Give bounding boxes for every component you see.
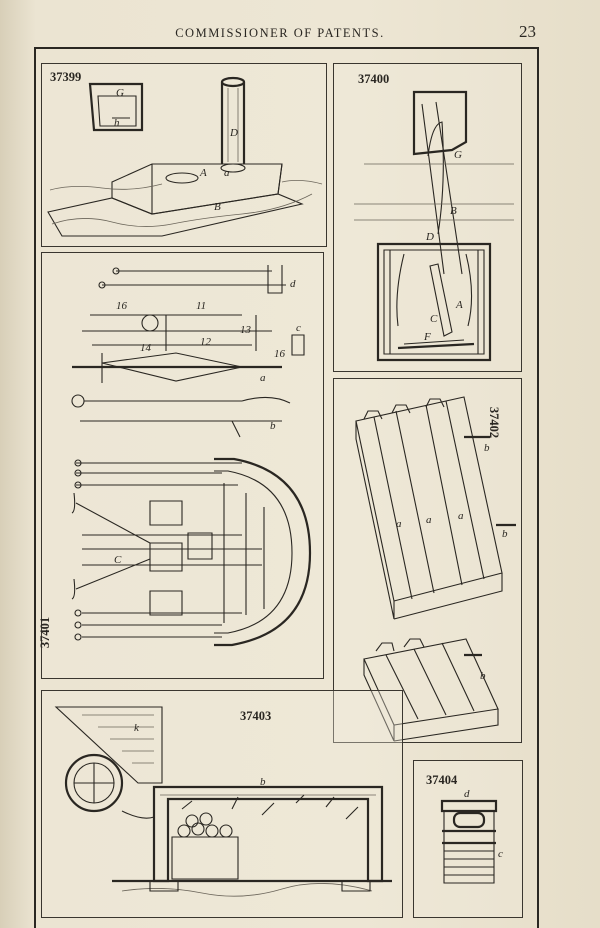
figure-37400-panel: 37400 G B D C A F (333, 63, 522, 372)
figure-37403-panel: 37403 k b (41, 690, 403, 918)
figure-37401-number: 37401 (38, 616, 53, 649)
figure-37400-label-a: A (455, 299, 463, 311)
figure-37401-label-d: d (290, 278, 296, 290)
figure-37403-drawing (54, 706, 392, 897)
figure-37400-drawing (354, 90, 514, 362)
figure-37401-label-16-lower: 16 (274, 348, 286, 360)
figure-37400-label-b: B (450, 205, 457, 217)
figure-37401-label-13: 13 (240, 324, 252, 336)
figure-37399-drawing (47, 76, 323, 237)
figure-37400-label-g: G (454, 149, 462, 161)
figure-37404-label-c: c (498, 848, 503, 860)
figure-37403-label-k: k (134, 722, 140, 734)
figure-37402-panel: b a a a b b 37402 (333, 378, 522, 743)
figure-37401-label-12: 12 (200, 336, 212, 348)
figure-37401-label-14: 14 (140, 342, 152, 354)
figure-37402-label-a-1: a (396, 518, 402, 530)
figure-37400-number: 37400 (358, 72, 390, 86)
figure-37399-label-g: G (116, 87, 124, 99)
figure-37401-label-c-upper: C (114, 554, 122, 566)
figure-37400-label-c: C (430, 313, 438, 325)
figure-37401-label-16: 16 (116, 300, 128, 312)
figure-37399-label-d: D (229, 127, 238, 139)
figure-37402-label-b: b (484, 442, 490, 454)
figure-37402-label-b-3: b (480, 670, 486, 682)
figure-37401-label-a: a (260, 372, 266, 384)
figure-37402-drawing (355, 396, 516, 742)
page-number: 23 (519, 22, 536, 41)
figure-37401-drawing (71, 265, 312, 647)
figure-37401-label-c: c (296, 322, 301, 334)
figure-37399-panel: 37399 G h D A a B (41, 63, 327, 247)
figure-37401-label-b: b (270, 420, 276, 432)
figure-37399-number: 37399 (50, 70, 82, 84)
figure-37404-drawing (440, 799, 498, 884)
figure-37399-label-b: B (214, 201, 221, 213)
figure-37399-label-a: A (199, 167, 207, 179)
figure-37401-panel: d 16 11 13 12 14 c 16 a b C 37401 (38, 252, 324, 679)
figure-37399-label-a-lower: a (224, 167, 230, 179)
plate-frame (34, 47, 539, 928)
figure-37403-label-b: b (260, 776, 266, 788)
figure-37400-label-f: F (423, 331, 431, 343)
figure-37400-label-d: D (425, 231, 434, 243)
figure-37404-number: 37404 (426, 773, 458, 787)
figure-37403-number: 37403 (240, 709, 272, 723)
running-head: COMMISSIONER OF PATENTS. (175, 26, 385, 40)
figure-37399-label-h: h (114, 117, 120, 129)
figure-37401-label-11: 11 (196, 300, 206, 312)
figure-37402-number: 37402 (487, 406, 502, 439)
figure-37402-label-a-2: a (426, 514, 432, 526)
figure-37404-panel: 37404 d c (413, 760, 523, 918)
figure-37402-label-b-2: b (502, 528, 508, 540)
figure-37404-label-d: d (464, 788, 470, 800)
figure-37402-label-a-3: a (458, 510, 464, 522)
